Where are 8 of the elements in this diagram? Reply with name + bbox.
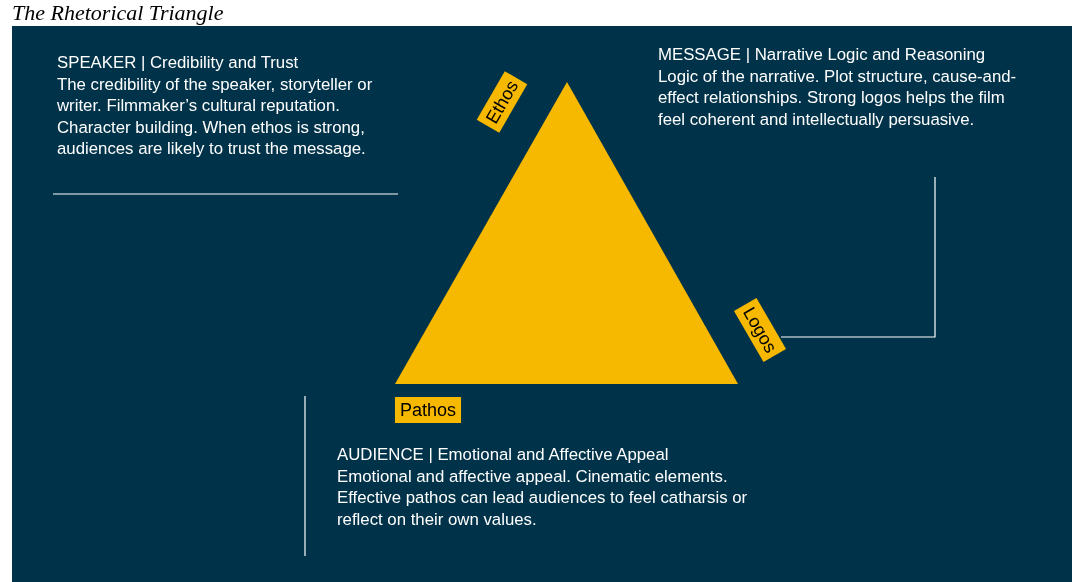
description-text: Emotional and affective appeal. Cinematic elements. Effective pathos can lead audiences to feel catharsis or reflect on their own values. (337, 465, 749, 530)
section-heading: SPEAKER | Credibility and Trust (57, 52, 300, 74)
description-text: The credibility of the speaker, storyteller or writer. Filmmaker’s cultural reputation. Character building. When ethos is strong, audiences are likely to trust the message. (57, 73, 374, 160)
description-text: Logic of the narrative. Plot structure, cause-and-effect relationships. Strong logos helps the film feel coherent and intellectually persuasive. (658, 65, 1018, 130)
diagram-title: The Rhetorical Triangle (12, 0, 224, 26)
tag-label: Pathos (395, 397, 461, 423)
section-heading: MESSAGE | Narrative Logic and Reasoning (658, 44, 987, 66)
section-heading: AUDIENCE | Emotional and Affective Appeal (337, 444, 670, 466)
